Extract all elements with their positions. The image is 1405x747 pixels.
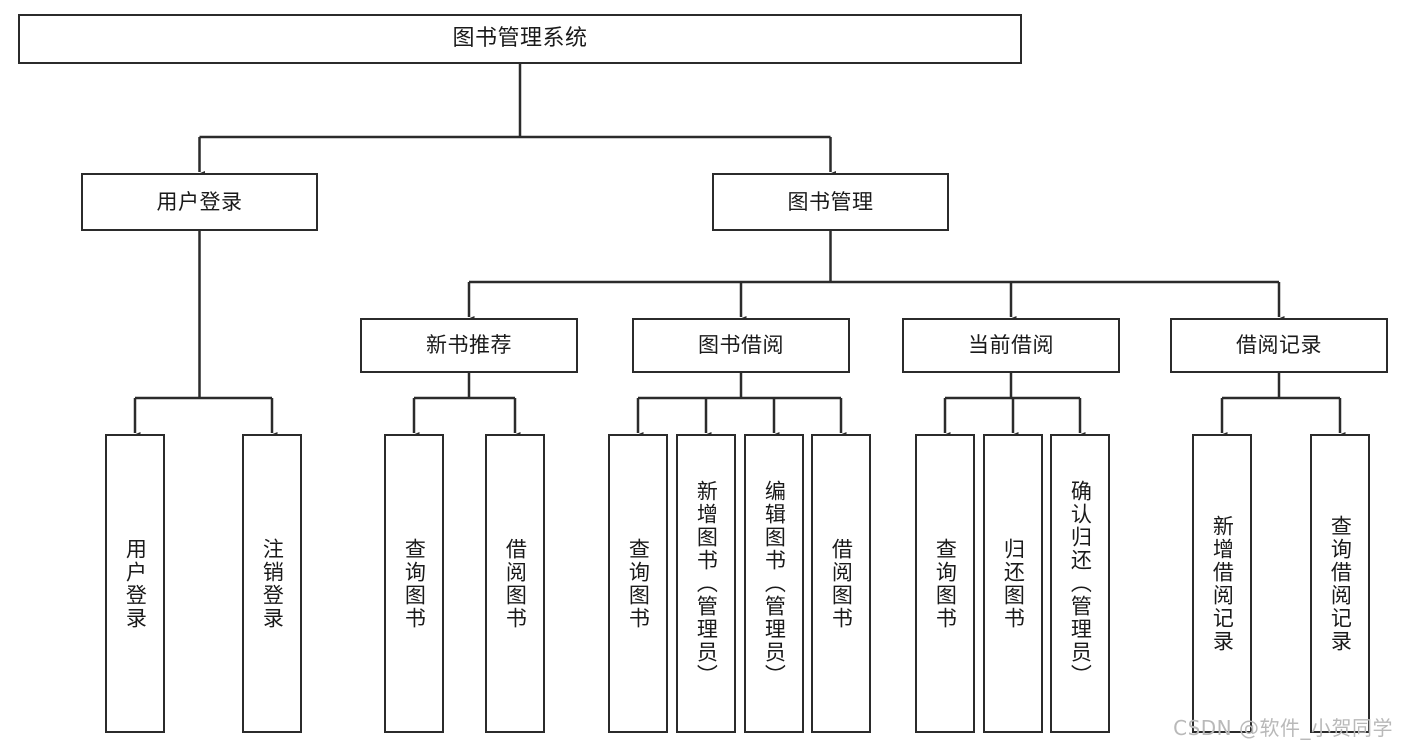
node-label: 借阅图书 xyxy=(503,537,528,630)
node-label: 编辑图书（管理员） xyxy=(762,480,787,687)
node-leaf-leaf-borrow-book-rec[interactable]: 借阅图书 xyxy=(485,434,545,733)
node-label: 查询图书 xyxy=(402,537,427,630)
node-label: 查询图书 xyxy=(626,537,651,630)
node-label: 借阅图书 xyxy=(829,537,854,630)
node-label: 借阅记录 xyxy=(1236,333,1322,358)
node-label: 用户登录 xyxy=(156,189,243,214)
node-l2-book-borrow[interactable]: 图书借阅 xyxy=(632,318,850,373)
watermark: CSDN @软件_小贺同学 xyxy=(1173,716,1393,740)
node-leaf-leaf-query-book-cur[interactable]: 查询图书 xyxy=(915,434,975,733)
node-label: 新书推荐 xyxy=(426,333,512,358)
node-label: 新增借阅记录 xyxy=(1210,514,1235,653)
node-leaf-leaf-confirm-return[interactable]: 确认归还（管理员） xyxy=(1050,434,1110,733)
node-label: 查询借阅记录 xyxy=(1328,514,1353,653)
node-root-root[interactable]: 图书管理系统 xyxy=(18,14,1022,64)
node-label: 新增图书（管理员） xyxy=(694,480,719,687)
node-leaf-leaf-borrow-book[interactable]: 借阅图书 xyxy=(811,434,871,733)
node-l2-current-borrow[interactable]: 当前借阅 xyxy=(902,318,1120,373)
node-leaf-leaf-add-book[interactable]: 新增图书（管理员） xyxy=(676,434,736,733)
node-label: 注销登录 xyxy=(260,537,285,630)
node-leaf-leaf-query-book-rec[interactable]: 查询图书 xyxy=(384,434,444,733)
node-label: 图书借阅 xyxy=(698,333,784,358)
node-label: 图书管理系统 xyxy=(452,26,588,52)
node-l1-user-login[interactable]: 用户登录 xyxy=(81,173,318,231)
node-leaf-leaf-logout[interactable]: 注销登录 xyxy=(242,434,302,733)
node-l2-new-book-rec[interactable]: 新书推荐 xyxy=(360,318,578,373)
node-label: 归还图书 xyxy=(1001,537,1026,630)
node-label: 图书管理 xyxy=(787,189,874,214)
node-l2-borrow-record[interactable]: 借阅记录 xyxy=(1170,318,1388,373)
node-label: 确认归还（管理员） xyxy=(1068,480,1093,687)
node-leaf-leaf-user-login[interactable]: 用户登录 xyxy=(105,434,165,733)
node-leaf-leaf-add-record[interactable]: 新增借阅记录 xyxy=(1192,434,1252,733)
node-leaf-leaf-query-book[interactable]: 查询图书 xyxy=(608,434,668,733)
node-l1-book-manage[interactable]: 图书管理 xyxy=(712,173,949,231)
node-label: 当前借阅 xyxy=(968,333,1054,358)
node-label: 查询图书 xyxy=(933,537,958,630)
node-leaf-leaf-return-book[interactable]: 归还图书 xyxy=(983,434,1043,733)
node-leaf-leaf-query-record[interactable]: 查询借阅记录 xyxy=(1310,434,1370,733)
node-leaf-leaf-edit-book[interactable]: 编辑图书（管理员） xyxy=(744,434,804,733)
node-label: 用户登录 xyxy=(123,537,148,630)
